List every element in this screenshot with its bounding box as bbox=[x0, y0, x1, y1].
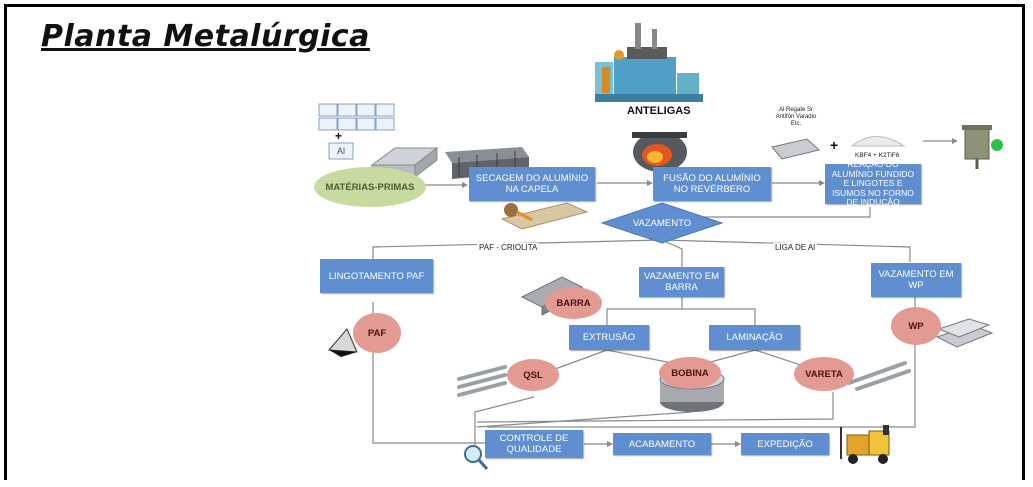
edge-barra-laminacao bbox=[682, 308, 756, 325]
plus-sign-right: + bbox=[830, 137, 839, 153]
periodic-table-icon bbox=[318, 103, 395, 160]
node-extrusao: EXTRUSÃO bbox=[569, 325, 649, 350]
product-qsl: QSL bbox=[507, 359, 559, 391]
al-symbol: Al bbox=[337, 146, 346, 156]
forklift-icon bbox=[840, 425, 890, 464]
node-vazamento-barra: VAZAMENTO EM BARRA bbox=[639, 267, 724, 297]
node-laminacao: LAMINAÇÃO bbox=[709, 325, 800, 350]
node-materias-primas: MATÉRIAS-PRIMAS bbox=[314, 167, 426, 207]
edge-vazamento-barra bbox=[661, 239, 683, 267]
edge-qsl-controle bbox=[474, 396, 535, 445]
node-secagem: SECAGEM DO ALUMÍNIO NA CAPELA bbox=[469, 167, 595, 201]
ladle-icon bbox=[962, 125, 1003, 169]
edge-vazamento-paf bbox=[372, 239, 663, 259]
plate-icon bbox=[935, 318, 994, 348]
vazamento-diamond bbox=[600, 202, 724, 244]
tubes-icon bbox=[457, 365, 507, 397]
product-wp: WP bbox=[891, 307, 941, 345]
node-vazamento-wp: VAZAMENTO EM WP bbox=[871, 263, 961, 297]
factory-icon bbox=[595, 23, 703, 102]
product-bobina: BOBINA bbox=[659, 357, 721, 389]
diagram-frame: Planta Metalúrgica bbox=[4, 4, 1025, 480]
furnace-icon bbox=[632, 132, 687, 172]
node-reacao: REAÇÃO DO ALUMÍNIO FUNDIDO E LINGOTES E … bbox=[825, 160, 921, 207]
alloy-tray-icon bbox=[771, 138, 821, 160]
page-title: Planta Metalúrgica bbox=[41, 19, 370, 54]
node-controle: CONTROLE DE QUALIDADE bbox=[485, 430, 583, 458]
rod-icon bbox=[847, 361, 911, 391]
branch-left-label: PAF - CRIOLITA bbox=[477, 243, 540, 252]
salt-note: KBF4 + K2TiF6 bbox=[855, 152, 900, 159]
pouring-icon bbox=[500, 202, 589, 230]
product-vareta: VARETA bbox=[794, 357, 854, 391]
pyramid-icon bbox=[327, 328, 358, 357]
node-lingotamento: LINGOTAMENTO PAF bbox=[320, 259, 433, 293]
node-expedicao: EXPEDIÇÃO bbox=[741, 433, 829, 455]
edge-vazamento-wp bbox=[661, 239, 911, 262]
edge-barra-extrusao bbox=[606, 297, 683, 325]
anteligas-label: ANTELIGAS bbox=[627, 105, 691, 117]
node-acabamento: ACABAMENTO bbox=[613, 433, 711, 455]
branch-right-label: LIGA DE Al bbox=[773, 243, 818, 252]
node-fusao: FUSÃO DO ALUMÍNIO NO REVÉRBERO bbox=[653, 167, 771, 201]
plus-sign-left: + bbox=[335, 129, 343, 143]
node-vazamento-label: VAZAMENTO bbox=[632, 218, 692, 229]
product-paf: PAF bbox=[353, 313, 401, 353]
edge-vareta-controle bbox=[476, 392, 834, 423]
salt-icon bbox=[850, 136, 906, 147]
magnifier-icon bbox=[464, 445, 489, 470]
alloy-note: Al Regate Sr Antifón Varadio Etc. bbox=[775, 107, 817, 127]
product-barra: BARRA bbox=[545, 287, 602, 319]
edge-bobina-controle bbox=[476, 397, 693, 428]
